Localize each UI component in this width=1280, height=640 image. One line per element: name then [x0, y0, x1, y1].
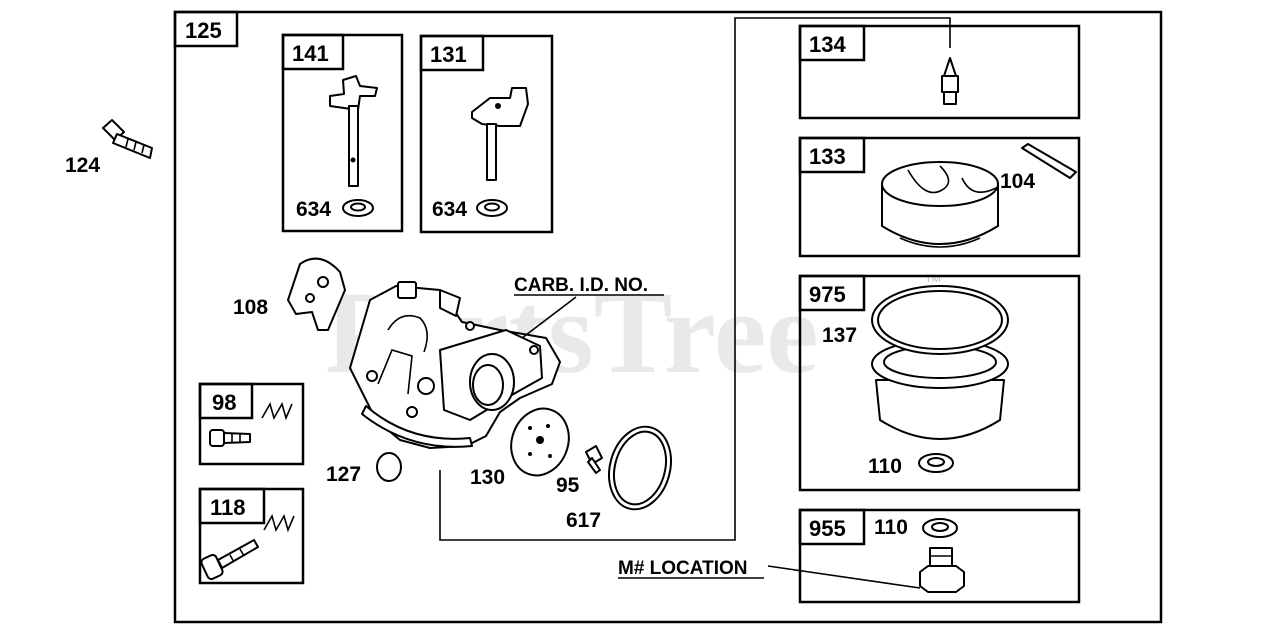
part-label-124: 124 [65, 154, 100, 177]
group-tag-box-125 [173, 10, 239, 48]
group-label-118: 118 [210, 495, 246, 520]
group-label-975: 975 [809, 282, 846, 307]
carb-id-label: CARB. I.D. NO. [514, 275, 648, 296]
part-label-104: 104 [1000, 170, 1035, 193]
part-110b-washer[interactable] [922, 518, 958, 538]
assembly-bracket-line [439, 17, 951, 541]
group-tag-box-134 [798, 24, 866, 62]
part-label-137: 137 [822, 324, 857, 347]
part-108-plate[interactable] [287, 257, 346, 331]
group-box-133[interactable] [798, 136, 1081, 258]
m-location-leader [767, 565, 921, 589]
part-617-gasket[interactable] [600, 420, 680, 517]
group-tag-box-141 [281, 33, 345, 71]
part-95-screw[interactable] [585, 445, 603, 474]
part-label-108: 108 [233, 296, 268, 319]
part-118-spring[interactable] [263, 513, 295, 533]
part-98-idle-screw[interactable] [209, 429, 251, 447]
group-box-134[interactable] [798, 24, 1081, 120]
group-box-975[interactable] [798, 274, 1081, 492]
carb-id-leader [521, 296, 577, 339]
part-141-throttle-shaft[interactable] [329, 75, 378, 187]
part-124-screw[interactable] [102, 119, 153, 159]
group-tag-box-955 [798, 508, 866, 546]
part-110a-washer[interactable] [918, 453, 954, 473]
part-634a-seal[interactable] [342, 199, 374, 217]
group-label-98: 98 [212, 390, 236, 415]
part-98-spring[interactable] [261, 401, 293, 421]
group-label-131: 131 [430, 42, 467, 67]
group-label-134: 134 [809, 32, 846, 57]
part-label-127: 127 [326, 463, 361, 486]
group-box-955[interactable] [798, 508, 1081, 604]
group-label-141: 141 [292, 41, 329, 66]
group-tag-box-118 [198, 487, 266, 525]
part-104-float-pin[interactable] [1021, 143, 1077, 179]
part-134-inlet-needle[interactable] [941, 57, 959, 105]
group-box-125[interactable] [173, 10, 1163, 624]
group-label-955: 955 [809, 516, 846, 541]
part-127-welch-plug[interactable] [376, 452, 402, 482]
part-137-bowl-gasket[interactable] [871, 285, 1009, 355]
part-label-130: 130 [470, 466, 505, 489]
part-634b-seal[interactable] [476, 199, 508, 217]
part-label-110a: 110 [868, 455, 902, 478]
group-label-125: 125 [185, 18, 222, 43]
group-tag-box-131 [419, 34, 485, 72]
group-tag-box-98 [198, 382, 254, 420]
carburetor-body[interactable] [349, 281, 561, 449]
part-955-bowl-nut[interactable] [919, 547, 965, 593]
part-133-float[interactable] [881, 161, 999, 248]
part-118-mixture-screw[interactable] [200, 539, 259, 581]
group-tag-box-133 [798, 136, 866, 174]
part-label-634a: 634 [296, 198, 331, 221]
part-label-110b: 110 [874, 516, 908, 539]
group-tag-box-975 [798, 274, 866, 312]
part-130-plate[interactable] [502, 400, 578, 483]
group-box-131[interactable] [419, 34, 554, 234]
part-label-617: 617 [566, 509, 601, 532]
part-label-95: 95 [556, 474, 580, 497]
group-label-133: 133 [809, 144, 846, 169]
m-location-label: M# LOCATION [618, 558, 747, 579]
part-131-choke-shaft[interactable] [471, 87, 529, 181]
part-label-634b: 634 [432, 198, 467, 221]
